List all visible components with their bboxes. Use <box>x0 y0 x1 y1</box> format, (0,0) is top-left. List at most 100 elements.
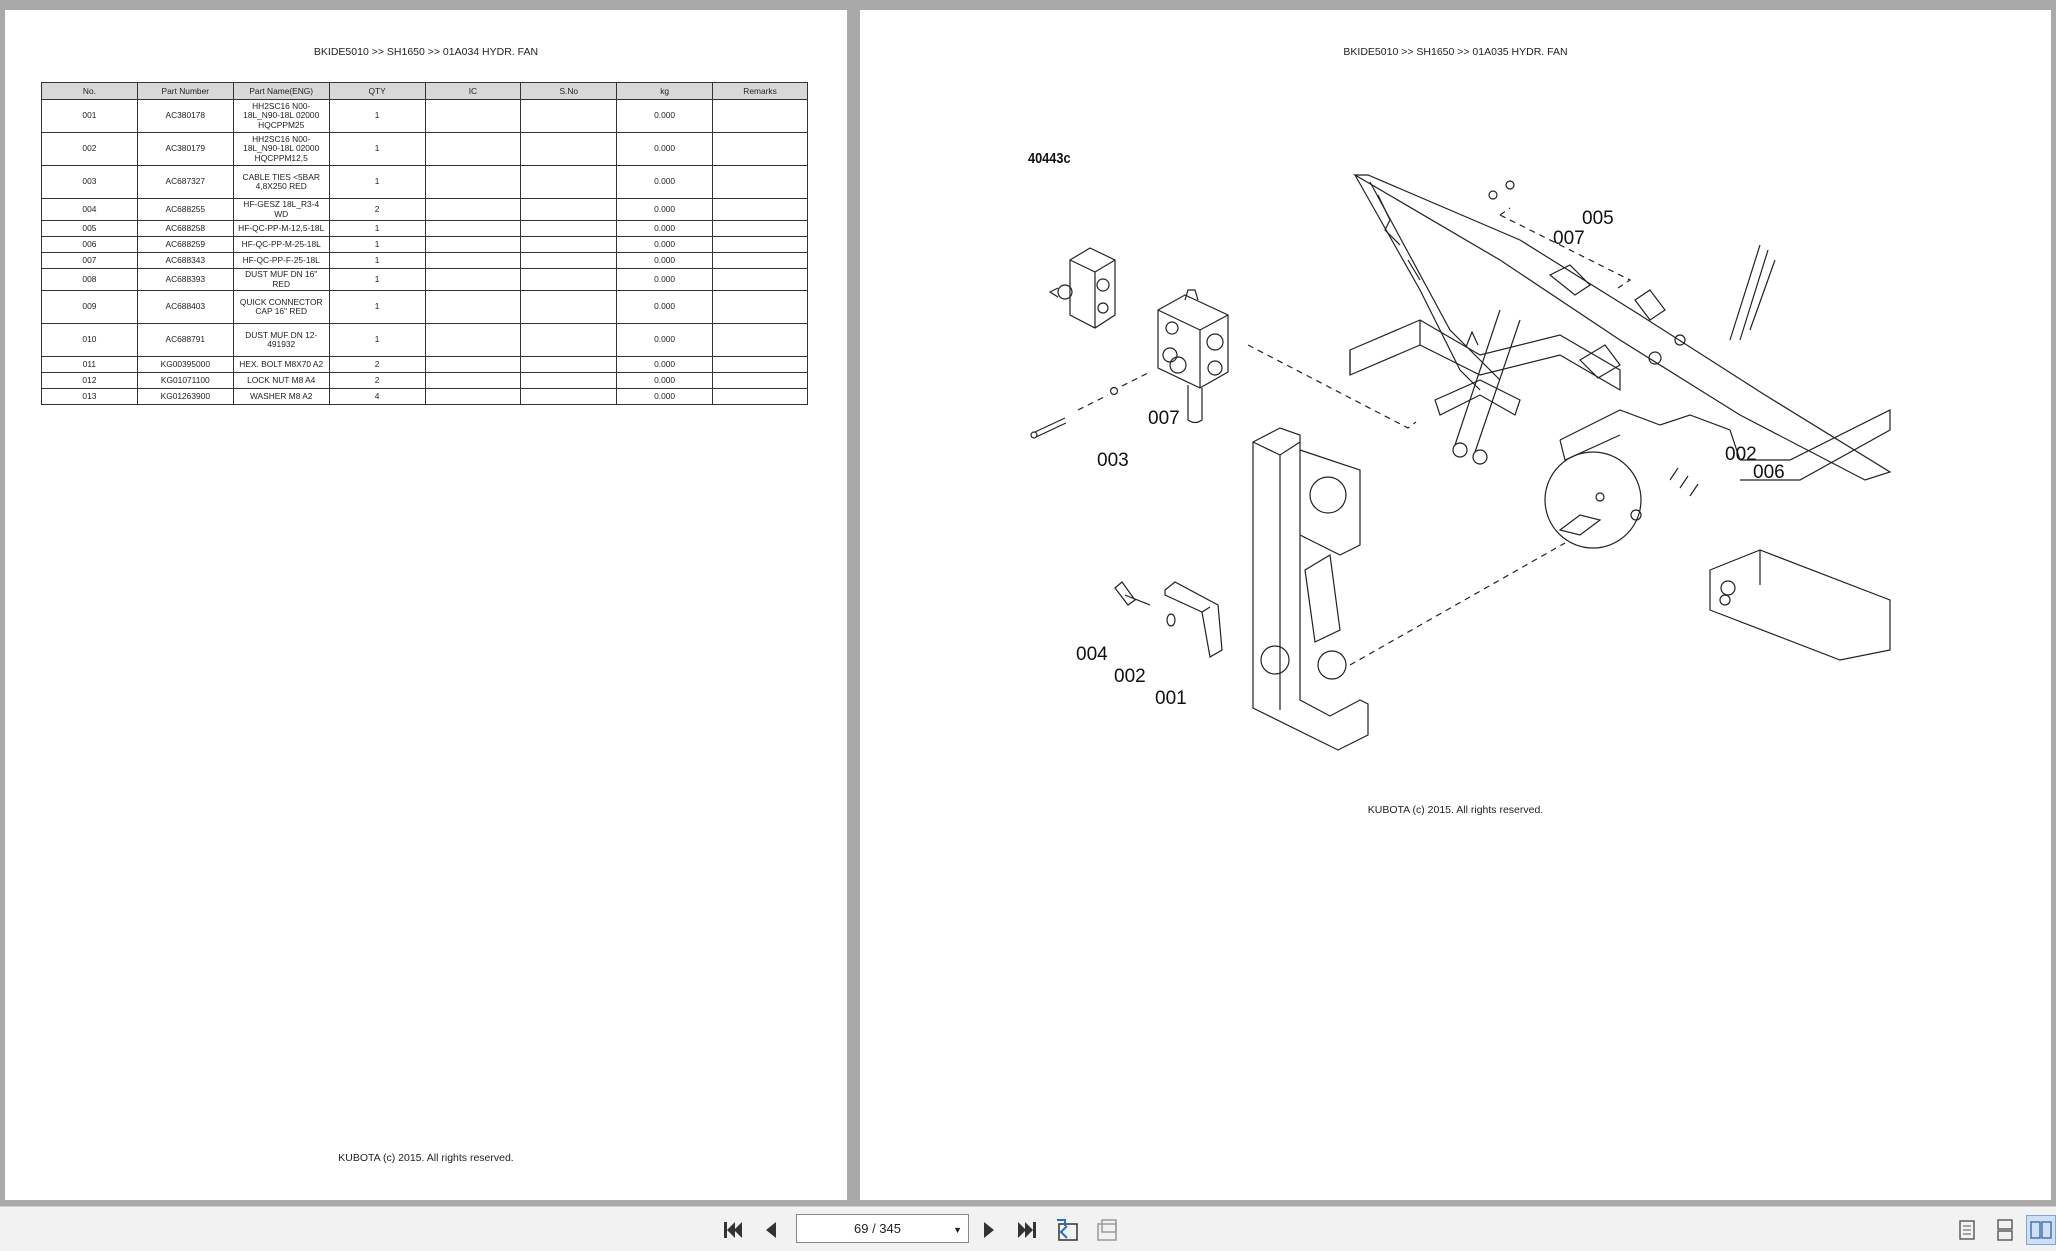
table-cell-no: 007 <box>41 252 138 269</box>
drawing-id: 40443c <box>1028 150 1071 167</box>
table-cell-pn: AC380179 <box>136 132 234 166</box>
table-cell-sno <box>520 165 618 199</box>
table-cell-ic <box>424 290 522 324</box>
back-view-button[interactable] <box>1053 1215 1083 1245</box>
table-cell-name: HH2SC16 N00-18L_N90-18L 02000 HQCPPM25 <box>232 99 330 133</box>
column-header: Remarks <box>712 82 808 100</box>
facing-pages-view-button[interactable] <box>2026 1215 2056 1245</box>
table-cell-ic <box>424 132 522 166</box>
table-cell-rem <box>712 99 808 133</box>
callout-label: 001 <box>1155 688 1187 709</box>
page-exploded-drawing: BKIDE5010 >> SH1650 >> 01A035 HYDR. FAN … <box>860 10 2051 1200</box>
valve-block-small <box>1069 247 1116 329</box>
table-cell-no: 012 <box>41 372 138 389</box>
table-cell-no: 001 <box>41 99 138 133</box>
page-parts-list: BKIDE5010 >> SH1650 >> 01A034 HYDR. FAN … <box>5 10 847 1200</box>
table-cell-pn: KG00395000 <box>136 356 234 373</box>
table-cell-name: HF-GESZ 18L_R3-4 WD <box>232 198 330 221</box>
table-cell-no: 010 <box>41 323 138 357</box>
table-cell-sno <box>520 220 618 237</box>
table-cell-sno <box>520 252 618 269</box>
continuous-page-icon <box>1997 1219 2013 1241</box>
callout-label: 003 <box>1097 450 1129 471</box>
table-cell-ic <box>424 356 522 373</box>
continuous-view-button[interactable] <box>1990 1215 2020 1245</box>
table-cell-qty: 1 <box>328 165 426 199</box>
forward-view-button[interactable] <box>1092 1215 1122 1245</box>
table-cell-name: WASHER M8 A2 <box>232 388 330 405</box>
forward-view-icon <box>1097 1219 1117 1241</box>
table-cell-ic <box>424 165 522 199</box>
table-cell-qty: 1 <box>328 220 426 237</box>
valve-block-large <box>1157 294 1229 389</box>
chevron-down-icon: ▼ <box>953 1225 962 1235</box>
table-cell-sno <box>520 198 618 221</box>
back-view-icon <box>1057 1219 1078 1241</box>
table-cell-kg: 0.000 <box>616 388 714 405</box>
triangle-right-icon <box>984 1222 994 1238</box>
table-cell-rem <box>712 388 808 405</box>
table-cell-pn: AC687327 <box>136 165 234 199</box>
table-cell-rem <box>712 290 808 324</box>
table-cell-qty: 4 <box>328 388 426 405</box>
table-cell-rem <box>712 165 808 199</box>
table-cell-pn: KG01071100 <box>136 372 234 389</box>
table-cell-rem <box>712 220 808 237</box>
table-cell-qty: 1 <box>328 132 426 166</box>
table-cell-kg: 0.000 <box>616 132 714 166</box>
table-cell-pn: AC688393 <box>136 268 234 291</box>
table-cell-name: QUICK CONNECTOR CAP 16" RED <box>232 290 330 324</box>
callout-label: 002 <box>1114 666 1146 687</box>
table-cell-sno <box>520 388 618 405</box>
page-footer: KUBOTA (c) 2015. All rights reserved. <box>1367 804 1544 816</box>
page-footer: KUBOTA (c) 2015. All rights reserved. <box>338 1152 514 1164</box>
next-page-button[interactable] <box>974 1215 1004 1245</box>
table-cell-pn: AC688258 <box>136 220 234 237</box>
table-cell-name: HF-QC-PP-M-25-18L <box>232 236 330 253</box>
table-cell-qty: 1 <box>328 290 426 324</box>
column-header: No. <box>41 82 138 100</box>
single-page-view-button[interactable] <box>1952 1215 1982 1245</box>
column-header: S.No <box>520 82 618 100</box>
table-cell-kg: 0.000 <box>616 268 714 291</box>
table-cell-kg: 0.000 <box>616 323 714 357</box>
parts-table: No. Part Number Part Name(ENG) QTY IC S.… <box>41 82 808 405</box>
table-cell-qty: 1 <box>328 236 426 253</box>
table-cell-no: 011 <box>41 356 138 373</box>
previous-page-button[interactable] <box>756 1215 786 1245</box>
table-cell-ic <box>424 252 522 269</box>
table-cell-rem <box>712 132 808 166</box>
table-cell-qty: 1 <box>328 99 426 133</box>
main-frame <box>1352 174 1892 481</box>
table-cell-no: 008 <box>41 268 138 291</box>
table-cell-kg: 0.000 <box>616 165 714 199</box>
table-cell-pn: AC688343 <box>136 252 234 269</box>
table-cell-no: 004 <box>41 198 138 221</box>
table-cell-qty: 2 <box>328 372 426 389</box>
table-cell-pn: AC380178 <box>136 99 234 133</box>
first-page-button[interactable] <box>718 1215 748 1245</box>
table-cell-sno <box>520 323 618 357</box>
document-viewport[interactable]: BKIDE5010 >> SH1650 >> 01A034 HYDR. FAN … <box>0 0 2056 1206</box>
table-cell-no: 002 <box>41 132 138 166</box>
viewer-toolbar: 69 / 345 ▼ <box>0 1206 2056 1251</box>
table-cell-name: HF-QC-PP-F-25-18L <box>232 252 330 269</box>
table-cell-rem <box>712 372 808 389</box>
callout-label: 007 <box>1148 408 1180 429</box>
last-page-button[interactable] <box>1012 1215 1042 1245</box>
table-cell-name: HF-QC-PP-M-12,5-18L <box>232 220 330 237</box>
page-number-field[interactable]: 69 / 345 ▼ <box>796 1214 969 1243</box>
table-cell-pn: AC688791 <box>136 323 234 357</box>
callout-label: 006 <box>1753 462 1785 483</box>
table-cell-rem <box>712 236 808 253</box>
callout-label: 007 <box>1553 228 1585 249</box>
table-cell-qty: 1 <box>328 268 426 291</box>
table-cell-name: DUST MUF DN 16" RED <box>232 268 330 291</box>
table-cell-name: CABLE TIES <5BAR 4,8X250 RED <box>232 165 330 199</box>
